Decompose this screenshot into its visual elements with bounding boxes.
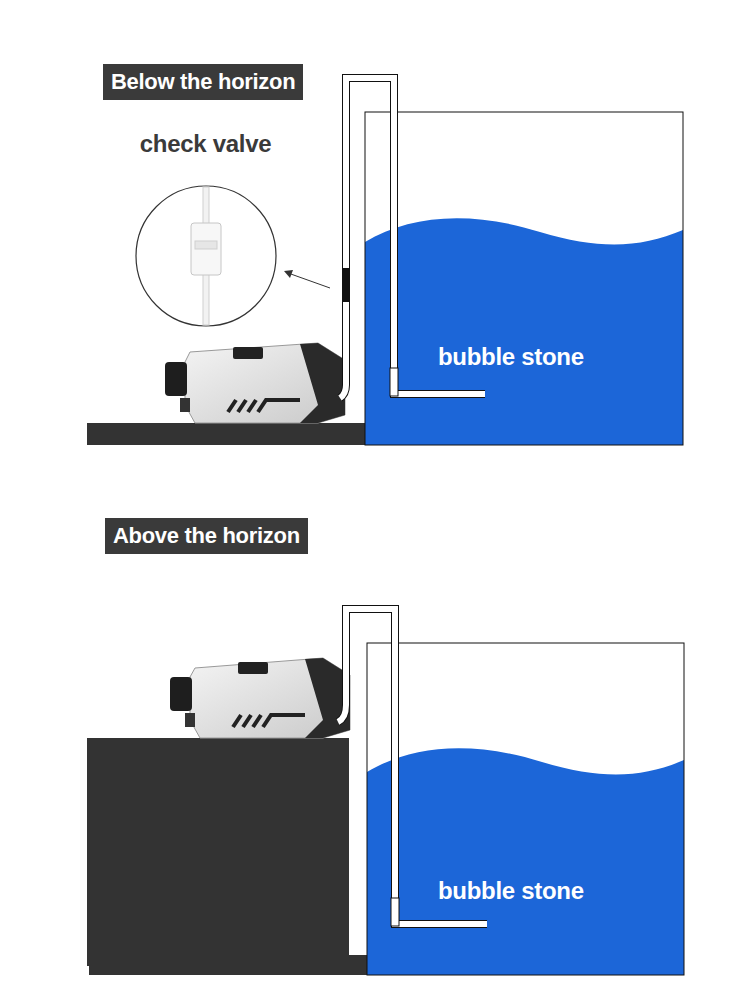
check-valve-mark (343, 268, 349, 302)
floor (87, 423, 367, 445)
leader-line (288, 273, 330, 288)
pump-knob (165, 362, 187, 396)
check-valve-body (191, 223, 221, 275)
callout-circle-outline (136, 186, 276, 326)
water (365, 218, 683, 445)
check-valve-ring (195, 241, 217, 249)
floor (89, 955, 367, 975)
pump-display (233, 347, 263, 359)
air-tube (338, 609, 487, 924)
air-tube-inner (338, 609, 487, 924)
pump-knob (170, 677, 192, 711)
pump-display (238, 662, 268, 674)
bubble-stone (390, 368, 398, 396)
leader-arrowhead (284, 270, 293, 278)
pump-body (190, 658, 350, 738)
pump-side (300, 343, 345, 423)
heading-banner: Above the horizon (105, 518, 308, 554)
air-pump (165, 343, 345, 423)
heading-text: Above the horizon (113, 523, 300, 549)
callout-circle: check valve (133, 130, 278, 329)
table (87, 738, 349, 966)
part-label: bubble stone (438, 877, 584, 905)
callout-title: check valve (140, 130, 271, 158)
air-pump (170, 658, 350, 738)
heading-text: Below the horizon (111, 69, 295, 95)
pump-foot (185, 713, 195, 727)
pump-body (185, 343, 345, 423)
pump-stripes (233, 715, 305, 727)
bubble-stone (391, 898, 399, 926)
callout-outline (133, 183, 279, 329)
part-label: bubble stone (438, 343, 584, 371)
pump-foot (180, 398, 190, 412)
pump-stripes (228, 400, 300, 412)
heading-banner: Below the horizon (103, 64, 303, 100)
water (367, 748, 684, 975)
